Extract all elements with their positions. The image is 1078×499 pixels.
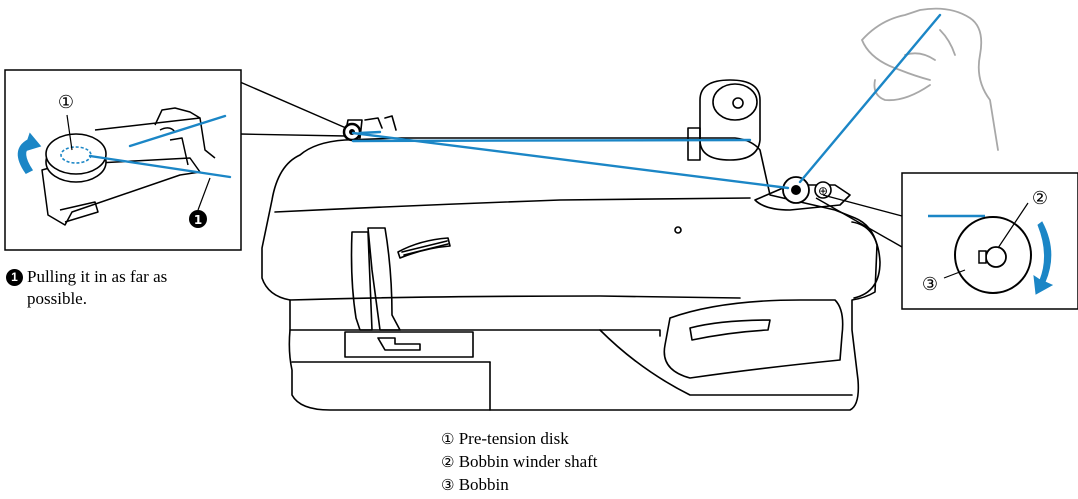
needle-bar-area <box>350 231 373 331</box>
bobbin-winder-stopper <box>814 181 832 199</box>
left-inset-connector-bottom <box>239 133 347 137</box>
machine-outline <box>261 137 878 411</box>
rotation-arrow-left <box>17 132 42 174</box>
inset-marker-1: ① <box>58 92 74 113</box>
legend-text-1: Pre-tension disk <box>458 429 569 448</box>
front-lower-curve <box>599 329 853 396</box>
thread-to-hand <box>798 13 942 184</box>
note-line-1: Pulling it in as far as <box>27 267 168 286</box>
bobbin-winder: ⊕ <box>782 176 832 204</box>
arm-bottom-line <box>289 295 741 301</box>
presser-foot-bar <box>367 227 401 331</box>
dial-mark <box>401 240 448 253</box>
thread-guide-segment <box>358 130 382 135</box>
legend-marker-2: ② <box>441 453 455 471</box>
finger-line <box>904 52 936 61</box>
right-inset-connector-top <box>822 194 903 217</box>
leader-line <box>943 269 966 279</box>
dial-mark <box>403 243 449 256</box>
right-inset-connector-bottom <box>815 197 903 248</box>
legend-text-2: Bobbin winder shaft <box>458 452 598 471</box>
spool-pin-base <box>687 127 701 161</box>
inset-thread-upper <box>128 114 227 148</box>
finger-tip <box>873 79 931 102</box>
bobbin-inset: ② ③ <box>901 172 1078 310</box>
inset-guide-hook <box>154 107 201 126</box>
lcd-window <box>689 319 771 341</box>
spool-hole <box>732 97 744 109</box>
pre-tension-disk <box>342 122 362 142</box>
bobbin-winder-shaft <box>791 185 801 195</box>
machine-button <box>674 226 682 234</box>
inset-guide-slot <box>169 137 189 166</box>
inset-marker-3: ③ <box>922 274 938 295</box>
spool <box>699 79 761 161</box>
spool-top <box>712 83 758 121</box>
note-marker-circle <box>189 210 207 228</box>
inset-disk-top <box>45 133 107 175</box>
note-text-continued: possible. <box>27 288 87 309</box>
pre-tension-inset: 1 ① <box>4 69 242 251</box>
plus-mark: ⊕ <box>818 184 828 198</box>
hand-outline <box>861 7 999 151</box>
thread-guide-hook <box>364 115 397 131</box>
note-line-2: possible. <box>27 289 87 308</box>
legend-text-3: Bobbin <box>458 475 509 494</box>
legend-item-2: ② Bobbin winder shaft <box>441 451 598 473</box>
thread-to-bobbin <box>351 131 790 190</box>
note-marker: 1 <box>6 269 23 286</box>
inset-bobbin-notch <box>978 250 987 264</box>
inset-plate-top <box>94 117 216 159</box>
knuckle-line <box>939 29 956 56</box>
leader-line <box>997 202 1029 249</box>
legend-item-1: ① Pre-tension disk <box>441 428 569 450</box>
legend-marker-3: ③ <box>441 476 455 494</box>
hand-wheel <box>851 221 881 299</box>
inset-connectors <box>239 81 903 248</box>
inset-note-marker: 1 <box>194 213 202 227</box>
inset-marker-2: ② <box>1032 188 1048 209</box>
bed-line <box>289 329 661 337</box>
leader-line <box>66 114 73 151</box>
rotation-arrow-right <box>1033 221 1054 295</box>
leader-line <box>197 177 211 211</box>
bobbin-winder-base <box>754 184 851 211</box>
front-panel <box>663 299 844 379</box>
left-inset-connector-top <box>239 81 347 129</box>
sewing-machine <box>261 79 881 411</box>
feed-dog <box>377 337 421 351</box>
needle-plate <box>344 331 474 358</box>
legend-marker-1: ① <box>441 430 455 448</box>
threads <box>351 13 942 190</box>
machine-top-edge <box>274 197 751 213</box>
inset-thread-lower <box>88 154 232 179</box>
inset-bobbin-hole <box>985 246 1007 268</box>
legend-item-3: ③ Bobbin <box>441 474 509 496</box>
hand-illustration <box>861 7 999 151</box>
inset-plate-slot <box>59 201 99 223</box>
